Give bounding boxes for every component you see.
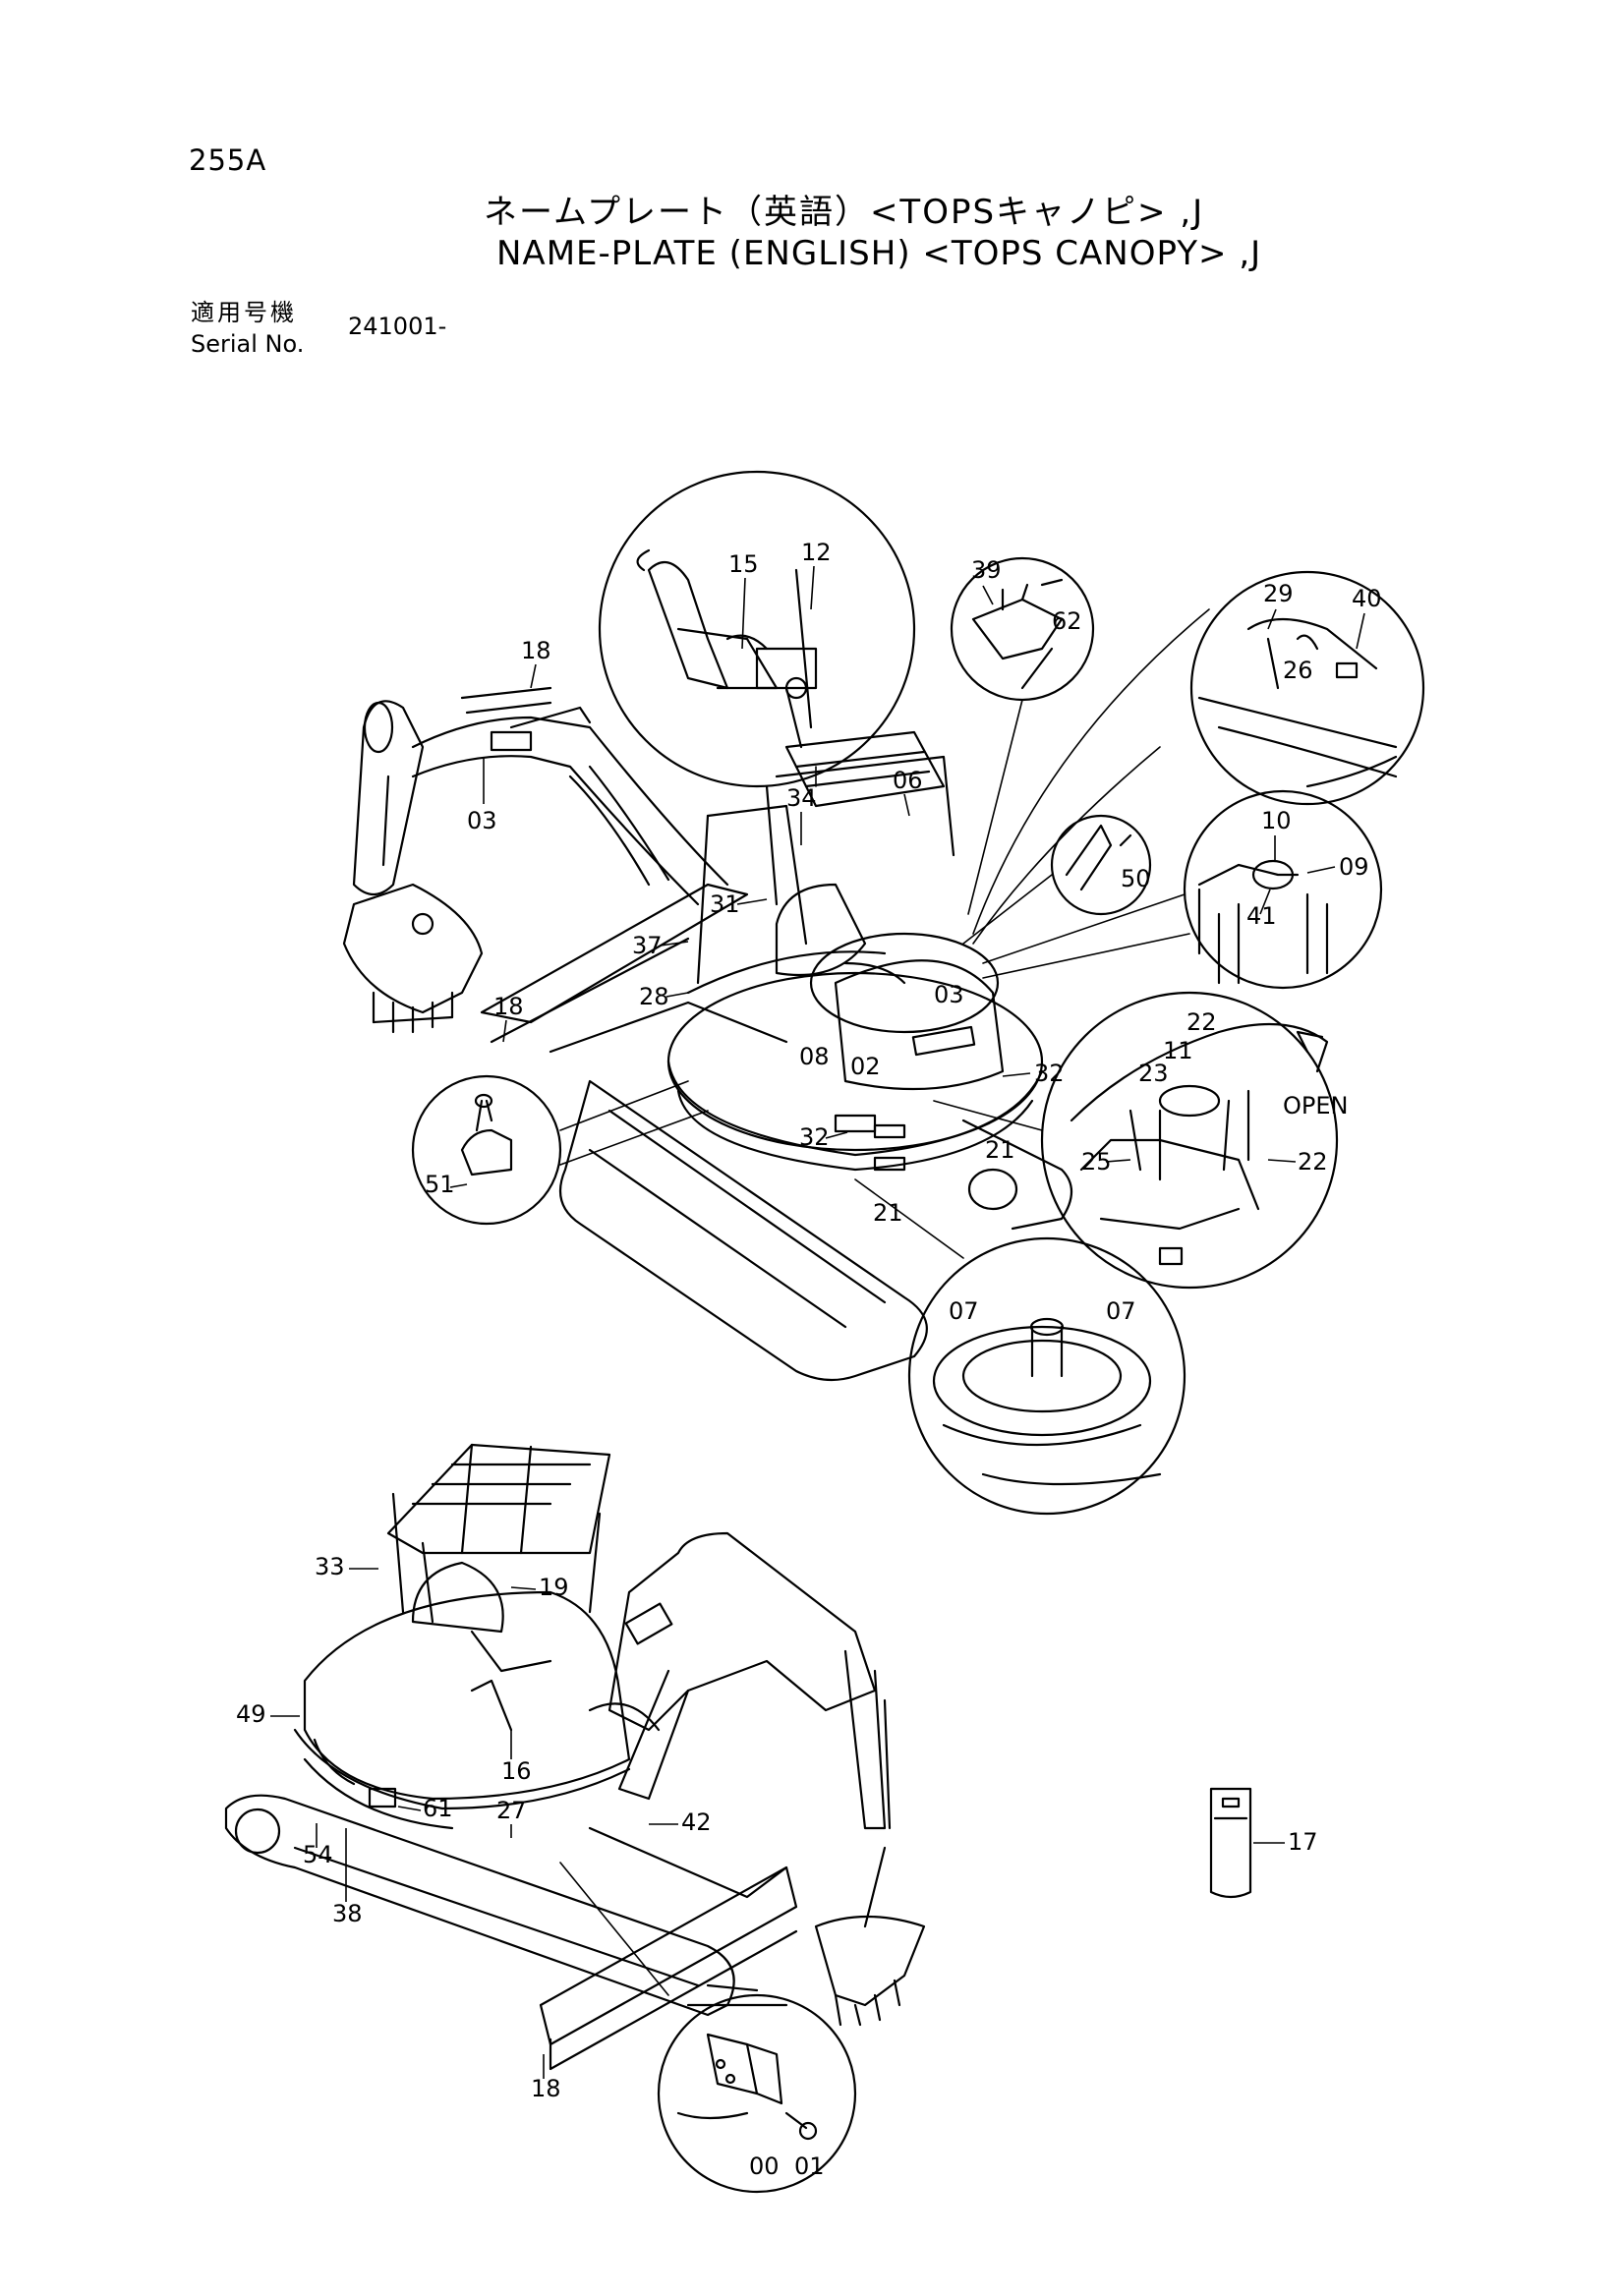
detail-hinge-bolt bbox=[559, 1862, 857, 2194]
callout-18-blade: 18 bbox=[493, 993, 524, 1020]
callout-07-right: 07 bbox=[1106, 1297, 1136, 1325]
callout-22-top: 22 bbox=[1186, 1008, 1217, 1036]
callout-54: 54 bbox=[303, 1841, 333, 1868]
detail-engine-bay bbox=[1040, 991, 1339, 1290]
callout-03-counterweight: 03 bbox=[934, 981, 964, 1008]
callout-42: 42 bbox=[681, 1808, 712, 1836]
callout-12: 12 bbox=[801, 539, 832, 566]
detail-joystick bbox=[411, 1074, 562, 1226]
callout-34: 34 bbox=[786, 784, 817, 812]
callout-41: 41 bbox=[1246, 902, 1277, 930]
callout-01: 01 bbox=[794, 2152, 825, 2180]
excavator-rear-view bbox=[224, 1443, 926, 2071]
callout-17: 17 bbox=[1288, 1828, 1318, 1856]
page-code: 255A bbox=[189, 144, 267, 177]
callout-10: 10 bbox=[1261, 807, 1292, 834]
callout-15: 15 bbox=[728, 550, 759, 578]
callout-leader-lines bbox=[559, 608, 1210, 1259]
detail-swing-bearing bbox=[907, 1236, 1186, 1516]
detail-small-bracket bbox=[1050, 814, 1152, 916]
callout-29: 29 bbox=[1263, 580, 1294, 607]
callout-32-right: 32 bbox=[1034, 1060, 1065, 1087]
callout-33: 33 bbox=[315, 1553, 345, 1580]
callout-23: 23 bbox=[1138, 1060, 1169, 1087]
title-english: NAME-PLATE (ENGLISH) <TOPS CANOPY> ,J bbox=[496, 234, 1262, 273]
callout-21-right: 21 bbox=[985, 1136, 1015, 1164]
callout-28: 28 bbox=[639, 983, 669, 1010]
callout-09: 09 bbox=[1339, 853, 1369, 881]
serial-label-japanese: 適用号機 bbox=[191, 299, 297, 326]
callout-06: 06 bbox=[893, 767, 923, 794]
detail-control-lever bbox=[598, 470, 916, 788]
title-japanese: ネームプレート（英語）<TOPSキャノピ> ,J bbox=[484, 193, 1205, 232]
callout-labels: 15 12 39 62 29 40 26 18 03 06 34 10 09 4… bbox=[236, 539, 1382, 2180]
callout-31: 31 bbox=[710, 890, 740, 918]
callout-40: 40 bbox=[1352, 585, 1382, 612]
detail-rear-cover bbox=[1189, 570, 1425, 806]
callout-open: OPEN bbox=[1283, 1092, 1348, 1119]
detail-fuel-cap bbox=[1183, 789, 1383, 990]
callout-21-bottom: 21 bbox=[873, 1199, 903, 1227]
callout-38: 38 bbox=[332, 1900, 363, 1927]
serial-label-english: Serial No. bbox=[191, 330, 305, 358]
callout-49: 49 bbox=[236, 1700, 266, 1728]
excavator-front-view bbox=[342, 686, 1073, 1382]
callout-51: 51 bbox=[425, 1171, 455, 1198]
label-leaders bbox=[270, 565, 1365, 2079]
callout-50: 50 bbox=[1121, 865, 1151, 892]
callout-39: 39 bbox=[971, 556, 1002, 584]
callout-27: 27 bbox=[496, 1797, 527, 1824]
callout-37: 37 bbox=[632, 932, 663, 959]
callout-61: 61 bbox=[423, 1795, 453, 1822]
callout-18-rear: 18 bbox=[531, 2075, 561, 2102]
tag-part-17 bbox=[1209, 1787, 1252, 1899]
callout-18-boom: 18 bbox=[521, 637, 551, 664]
callout-00: 00 bbox=[749, 2152, 780, 2180]
callout-02: 02 bbox=[850, 1053, 881, 1080]
callout-11: 11 bbox=[1163, 1037, 1193, 1064]
callout-16: 16 bbox=[501, 1757, 532, 1785]
callout-26: 26 bbox=[1283, 657, 1313, 684]
callout-08: 08 bbox=[799, 1043, 830, 1070]
callout-22-bottom: 22 bbox=[1298, 1148, 1328, 1176]
callout-32-front: 32 bbox=[799, 1123, 830, 1151]
callout-62: 62 bbox=[1052, 607, 1082, 635]
serial-number-value: 241001- bbox=[348, 313, 447, 340]
callout-07-left: 07 bbox=[949, 1297, 979, 1325]
callout-19: 19 bbox=[539, 1574, 569, 1601]
callout-03-boom: 03 bbox=[467, 807, 497, 834]
